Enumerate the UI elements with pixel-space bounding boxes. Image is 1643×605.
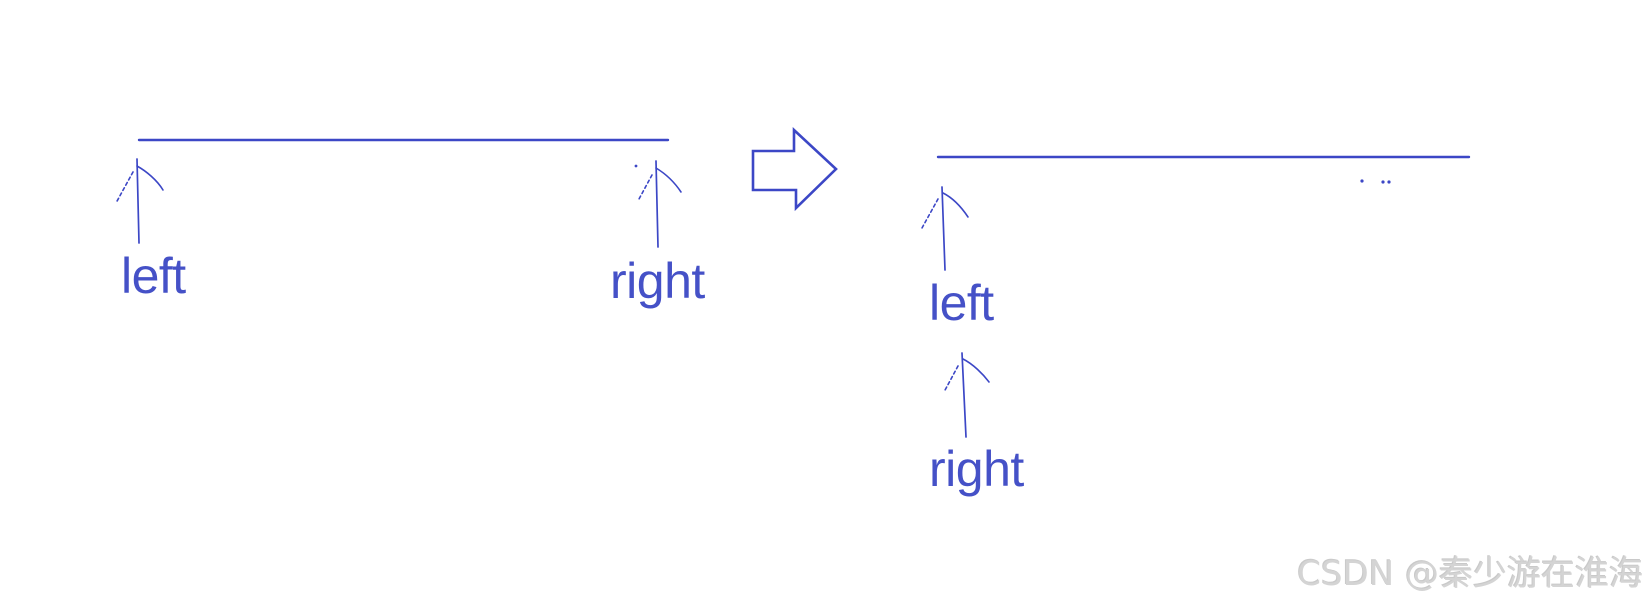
arrow-stem <box>941 186 946 271</box>
block-arrow-right-icon <box>751 127 838 212</box>
stray-ink-dot <box>1381 180 1385 184</box>
arrow-flank-right <box>655 167 682 193</box>
arrow-flank-left <box>638 174 653 200</box>
right-pointer-label: right <box>610 253 705 309</box>
stray-ink-dot <box>1360 179 1364 183</box>
arrow-flank-right <box>962 358 990 383</box>
up-arrow-icon <box>634 160 682 248</box>
left-pointer-label: left <box>121 248 186 304</box>
stray-ink-dot <box>1387 180 1391 184</box>
stray-ink-dot <box>634 164 638 168</box>
arrow-stem <box>655 160 659 248</box>
arrow-stem <box>136 158 140 244</box>
left-pointer-label: left <box>929 275 994 331</box>
after-state-drawing <box>921 155 1471 438</box>
right-pointer-label: right <box>929 441 1024 497</box>
arrow-flank-right <box>942 192 969 218</box>
csdn-watermark: CSDN @秦少游在淮海 <box>1297 554 1643 594</box>
up-arrow-icon <box>115 158 164 244</box>
arrow-flank-right <box>136 165 164 191</box>
up-arrow-icon <box>943 352 990 438</box>
arrow-flank-left <box>115 171 134 204</box>
before-state-drawing <box>115 138 682 248</box>
arrow-stem <box>961 352 967 438</box>
up-arrow-icon <box>921 186 969 271</box>
arrow-flank-left <box>921 198 939 229</box>
arrow-flank-left <box>943 365 959 393</box>
